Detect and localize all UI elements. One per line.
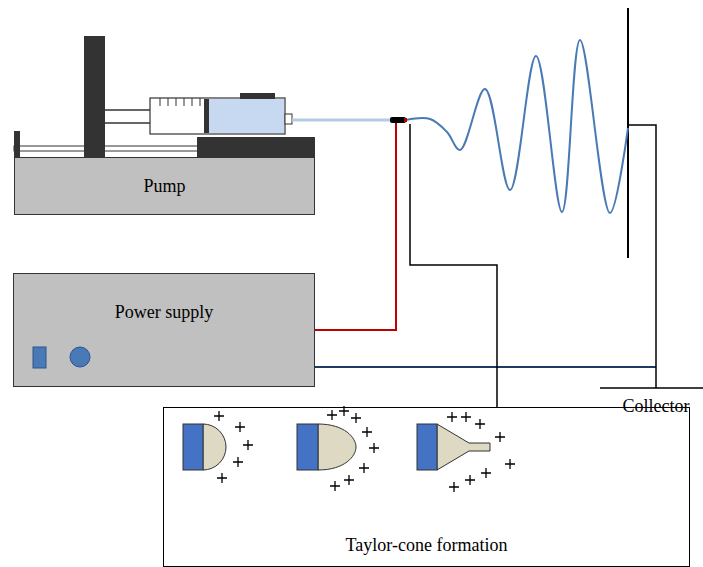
inset-ground (163, 407, 690, 566)
syringe-tip (285, 114, 292, 124)
leader-line (410, 124, 497, 407)
needle-end (183, 424, 203, 470)
spinneret-nozzle (390, 117, 406, 123)
ground-line (600, 387, 703, 389)
syringe-holder (197, 137, 315, 157)
part-label: Collector (623, 396, 690, 417)
high-voltage-wire (315, 122, 396, 330)
taylor-cone (437, 424, 490, 470)
syringe-clamp (240, 93, 275, 99)
voltage-knob (70, 347, 90, 367)
syringe-barrel (150, 98, 285, 134)
droplet-elongated (318, 424, 356, 470)
feed-tube (292, 119, 392, 122)
plunger-head (204, 99, 209, 133)
needle-end (297, 424, 318, 470)
charge-symbols (214, 406, 515, 492)
power-supply-body (13, 273, 315, 387)
node-label: Power supply (115, 302, 214, 323)
node-label: Taylor-cone formation (346, 535, 508, 556)
power-supply-box: Power supply (13, 273, 315, 387)
power-switch (33, 347, 46, 368)
fiber-jet (406, 40, 628, 213)
pump-body (14, 157, 315, 215)
polymer-solution (208, 99, 284, 133)
pump-box: Pump (14, 157, 315, 215)
nozzle-tip (404, 118, 407, 122)
ground-wire (315, 366, 656, 368)
pump-post (14, 131, 20, 157)
pump-rail (14, 146, 200, 151)
pusher-plate (84, 36, 105, 157)
collector-wire (628, 125, 656, 388)
graduation-ticks (160, 98, 200, 106)
inset-box: Taylor-cone formation (163, 407, 690, 567)
needle-end (417, 424, 437, 470)
node-label: Pump (143, 176, 185, 197)
droplet-rounded (203, 424, 226, 470)
